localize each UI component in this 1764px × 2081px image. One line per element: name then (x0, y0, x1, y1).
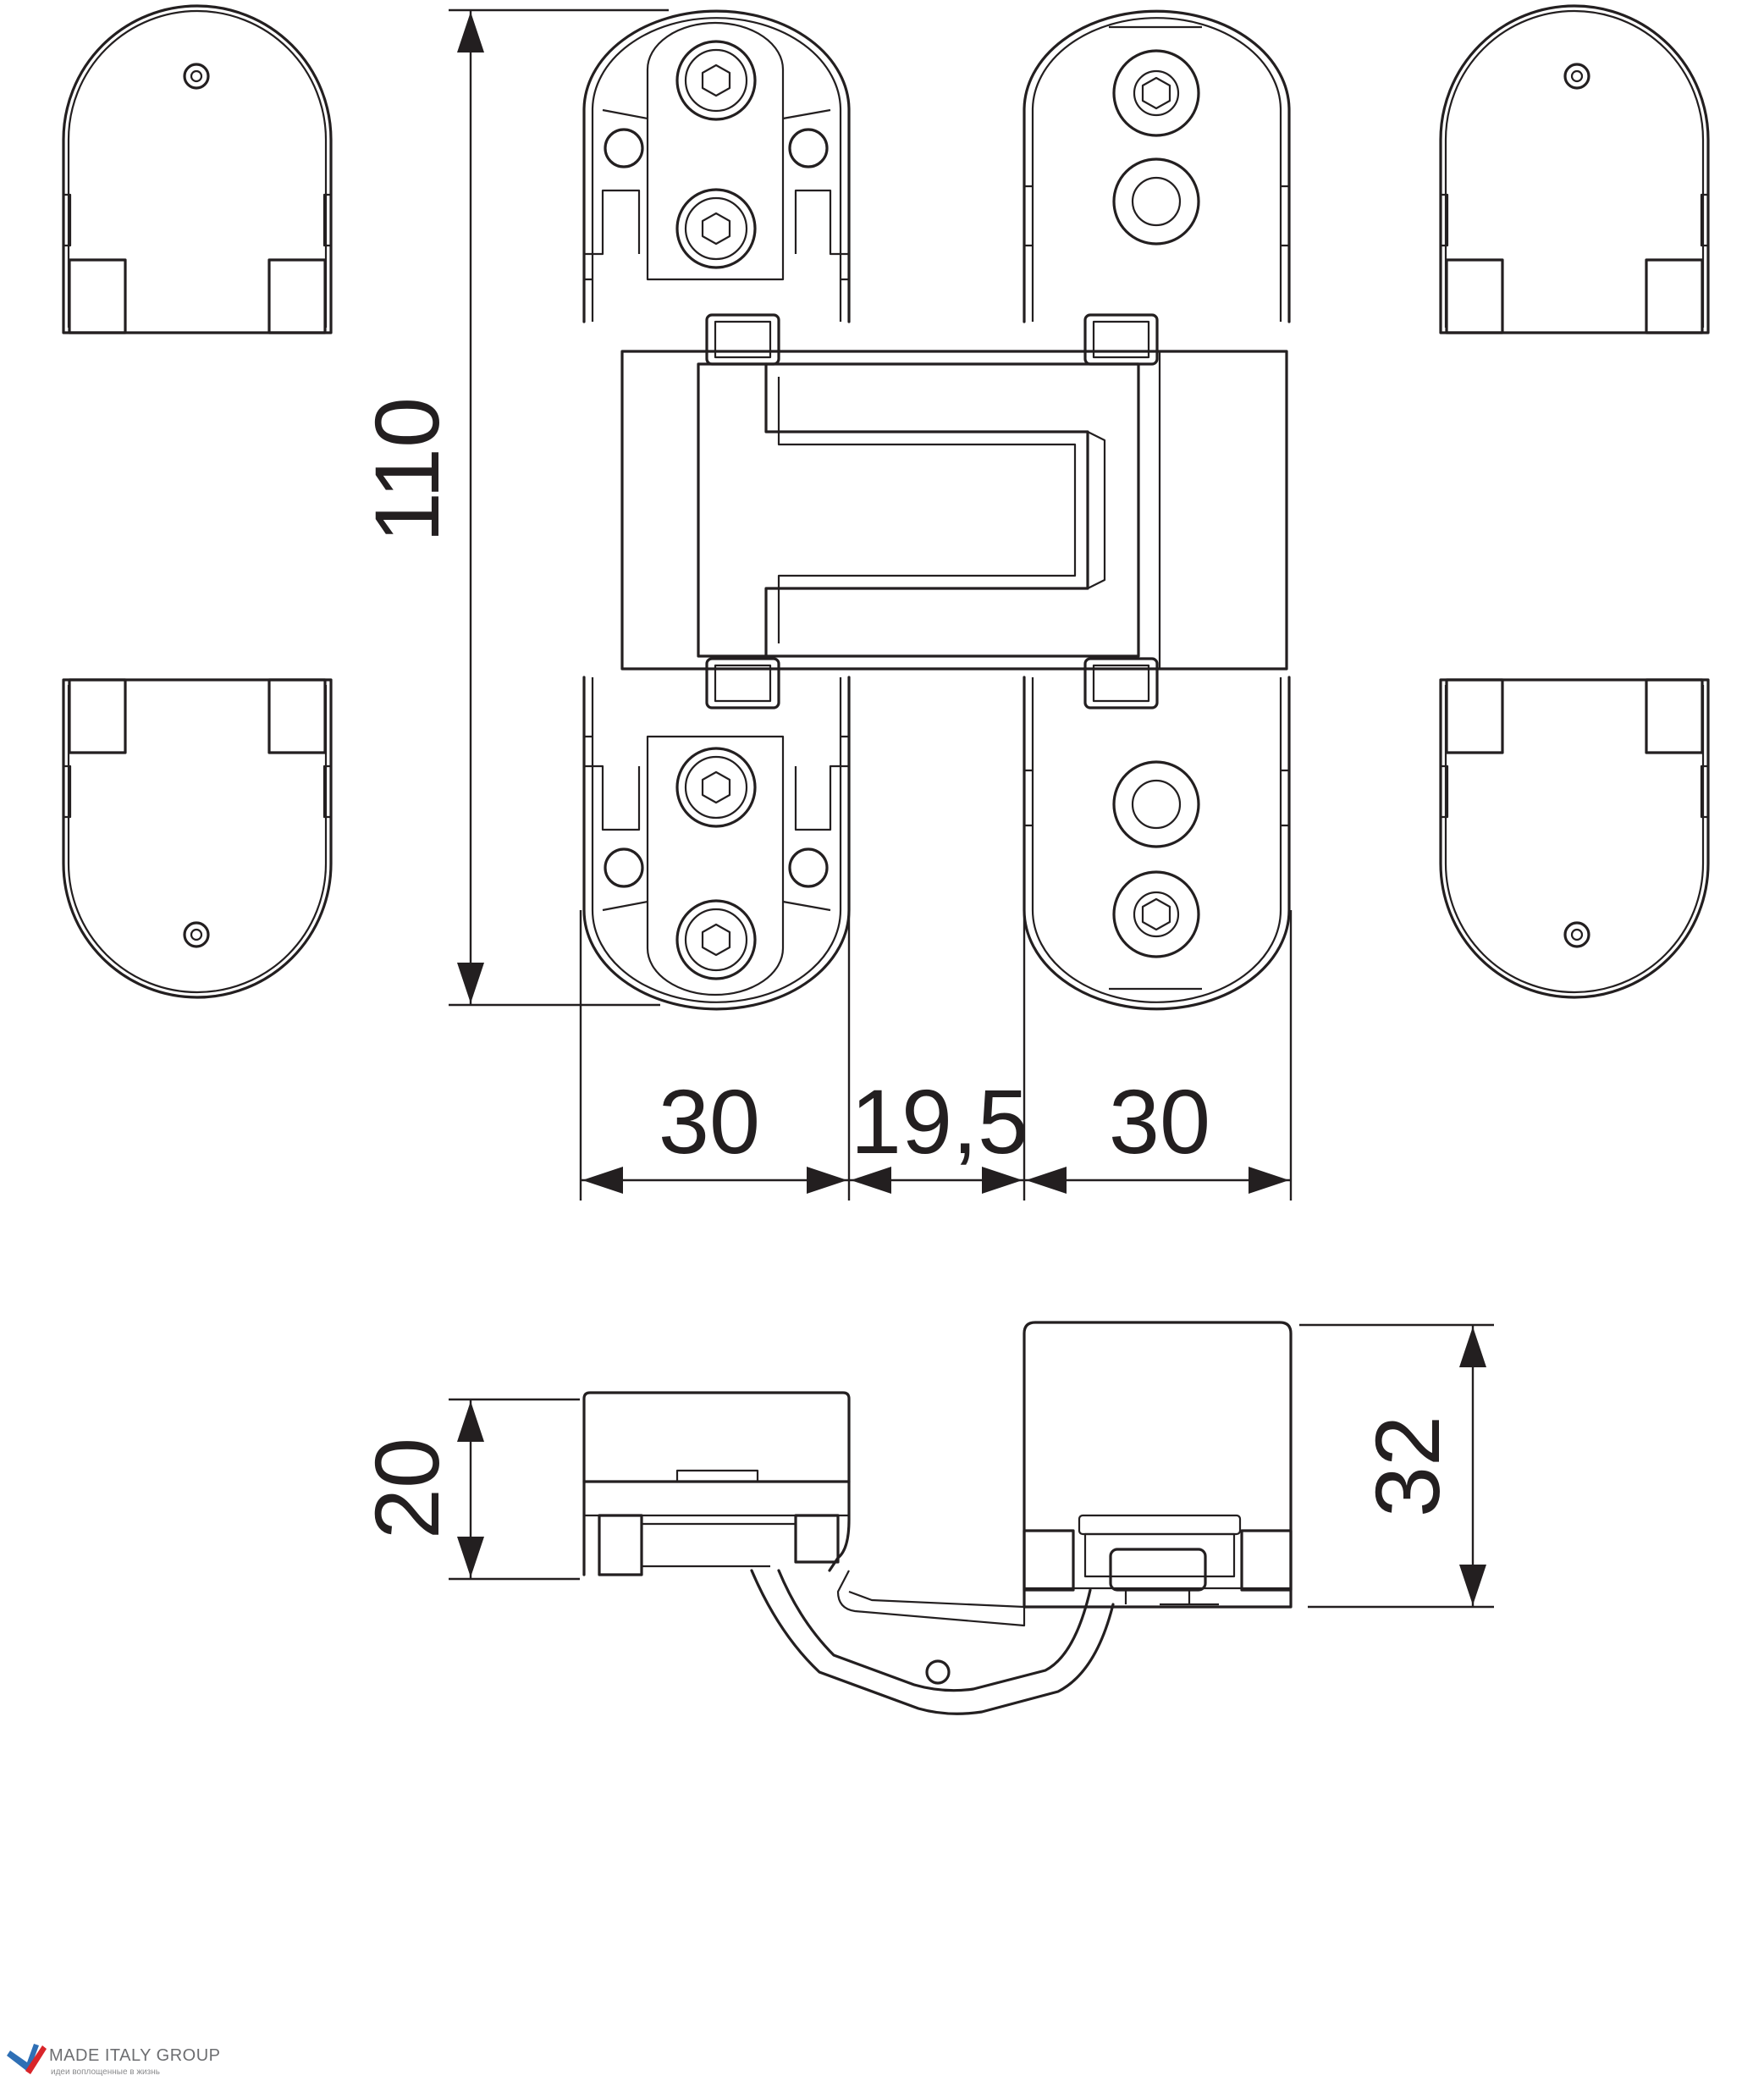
hinge-arm-body (620, 313, 1288, 709)
cover-cap-top-right (1439, 4, 1710, 334)
logo-accent-icon (25, 2045, 47, 2074)
dimension-right-depth: 32 (1299, 1323, 1494, 1609)
dimension-gap-label: 19,5 (851, 1070, 1028, 1173)
brand-logo: MADE ITALY GROUP идеи воплощенные в жизн… (7, 2044, 220, 2077)
logo-tagline-text: идеи воплощенные в жизнь (51, 2067, 160, 2077)
dimension-left-plate-label: 30 (659, 1070, 760, 1173)
cover-cap-top-left (62, 4, 333, 334)
hinge-left-plate (582, 9, 851, 1011)
cover-cap-bottom-left (62, 678, 333, 999)
hinge-right-plate (1023, 9, 1291, 1011)
dimension-height-label: 110 (356, 397, 458, 543)
dimension-height: 110 (356, 8, 669, 1007)
dimension-right-depth-label: 32 (1356, 1416, 1458, 1517)
logo-brand-text: MADE ITALY GROUP (49, 2046, 220, 2065)
dimension-right-plate-label: 30 (1109, 1070, 1210, 1173)
dimension-left-depth: 20 (356, 1398, 580, 1581)
cover-cap-bottom-right (1439, 678, 1710, 999)
dimension-left-depth-label: 20 (356, 1438, 458, 1539)
dimension-widths: 30 19,5 30 (579, 910, 1293, 1201)
hinge-side-view (582, 1321, 1293, 1715)
